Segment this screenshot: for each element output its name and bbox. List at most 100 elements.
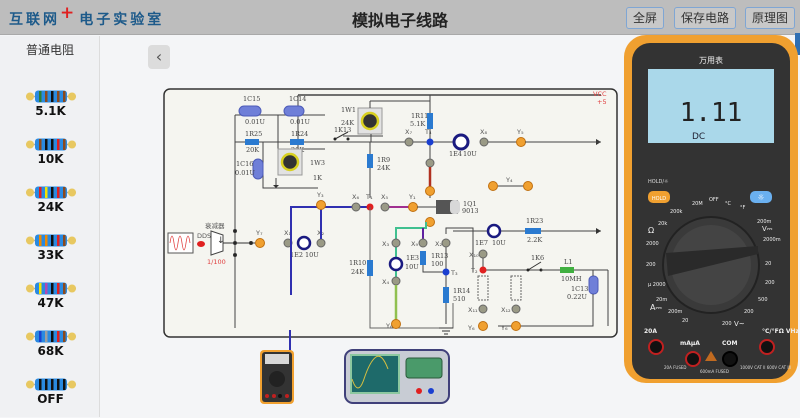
resistor-item-10k[interactable]: 10K [18, 134, 83, 178]
capacitor-1e2[interactable]: 1E2 10U [290, 235, 319, 259]
transistor-1q1[interactable]: 1Q1 9013 [436, 200, 479, 215]
switch-1k13[interactable]: 1K13 [333, 126, 352, 141]
port-20a[interactable] [648, 339, 664, 355]
terminal-y6-left[interactable]: Y₆ [385, 319, 401, 331]
capacitor-1e4[interactable]: 1E4 10U [449, 133, 477, 158]
resistor-item-24k[interactable]: 24K [18, 182, 83, 226]
label-text: X₆ [352, 193, 359, 201]
port-notes: 20A FUSED 600mA FUSED 1000V CAT II 600V … [664, 365, 791, 374]
label-text: °C/°FΩ VHz [762, 328, 800, 335]
attenuator[interactable]: ↓ 衰减器 1/100 [205, 221, 226, 266]
terminal-t3[interactable]: T₃ [442, 268, 458, 278]
backlight-button[interactable]: ☼ [750, 191, 772, 203]
terminal-y4-link[interactable]: Y₄ [488, 176, 533, 191]
resistor-item-33k[interactable]: 33K [18, 230, 83, 274]
resistor-icon [26, 378, 76, 391]
signal-generator[interactable]: DDS [167, 232, 211, 254]
lcd-mode: DC [692, 132, 705, 142]
resistor-1r25[interactable]: 1R25 20K [245, 130, 262, 154]
back-button[interactable]: ‹ [148, 45, 170, 69]
terminal-t2[interactable]: T₂ [470, 266, 487, 276]
save-circuit-button[interactable]: 保存电路 [674, 7, 736, 29]
warning-icon [705, 351, 717, 361]
slot-x12[interactable]: X₁₂ [501, 275, 522, 314]
label-text: 衰减器 [205, 221, 225, 230]
label-text: 1R25 [245, 130, 262, 138]
label-text: Y₅ [516, 128, 524, 136]
label-text: 10U [405, 263, 419, 271]
resistor-1r23[interactable]: 1R23 2.2K [525, 217, 543, 244]
resistor-icon [26, 186, 76, 199]
terminal-y7[interactable]: Y₇ [255, 229, 265, 248]
label-text: 1000V CAT II 600V CAT III [740, 365, 791, 370]
label-text: 1R13 [431, 252, 448, 260]
resistor-icon [26, 90, 76, 103]
scrollbar-thumb[interactable] [795, 33, 800, 55]
capacitor-1e7[interactable]: 1E7 10U [475, 223, 506, 247]
label-text: 100 [431, 260, 443, 268]
terminal-x6[interactable]: X₆ [351, 193, 361, 212]
oscilloscope-icon[interactable] [344, 349, 450, 404]
label-text: 1E4 [449, 150, 462, 158]
resistor-item-off[interactable]: OFF [18, 374, 83, 418]
fullscreen-button[interactable]: 全屏 [626, 7, 664, 29]
resistor-1r10[interactable]: 1R10 24K [349, 259, 373, 276]
label-text: Y₆ [467, 324, 475, 332]
collector-link[interactable] [425, 158, 435, 196]
label-text: Ω [648, 226, 654, 235]
label-text: Y₇ [255, 229, 263, 237]
terminal-y6-mid[interactable]: Y₆ [467, 321, 488, 333]
inductor-l1[interactable]: L1 10MH [560, 258, 582, 283]
resistor-item-5-1k[interactable]: 5.1K [18, 86, 83, 130]
potentiometer-1w1[interactable]: 1W1 24K [341, 106, 383, 135]
resistor-item-47k[interactable]: 47K [18, 278, 83, 322]
label-text: V~ [734, 320, 745, 328]
output-arrow-mid [596, 228, 601, 234]
hold-button[interactable]: HOLD [648, 191, 670, 203]
terminal-x7b[interactable]: X₂ [435, 238, 451, 248]
terminal-x10[interactable]: X₁₀ [469, 249, 488, 259]
resistor-1r11[interactable]: 1R11 5.1K [410, 112, 433, 129]
label-text: 1R14 [453, 287, 470, 295]
multimeter-icon[interactable] [259, 349, 295, 405]
port-ma[interactable] [685, 351, 701, 367]
label-text: 1W3 [310, 159, 325, 167]
label-text: 1K [313, 174, 322, 182]
label-text: ↓ [217, 236, 225, 246]
terminal-x5[interactable]: X₅ [380, 193, 390, 212]
terminal-y5[interactable]: Y₅ [516, 128, 526, 147]
terminal-x7[interactable]: X₇ [404, 128, 414, 147]
label-text: 1C15 [243, 95, 260, 103]
capacitor-1c14[interactable]: 1C14 0.01U [283, 95, 310, 126]
resistor-1r14[interactable]: 1R14 510 [443, 287, 470, 303]
label-text: 0.01U [235, 169, 255, 177]
capacitor-1e3[interactable]: 1E3 10U [388, 254, 419, 272]
label-text: 1/100 [207, 258, 226, 266]
resistor-1r9[interactable]: 1R9 24K [367, 154, 390, 172]
potentiometer-1w3[interactable]: 1W3 1K [277, 148, 325, 182]
rotary-dial[interactable] [662, 216, 760, 314]
resistor-label: 33K [37, 248, 64, 262]
port-v[interactable] [759, 339, 775, 355]
terminal-t4[interactable]: T₄ [424, 128, 434, 146]
capacitor-1c16[interactable]: 1C16 0.01U [235, 158, 264, 180]
terminal-x9[interactable]: X₉ [411, 238, 428, 248]
terminal-x8[interactable]: X₈ [479, 128, 489, 147]
terminal-y3[interactable]: Y₃ [316, 191, 326, 210]
schematic-button[interactable]: 原理图 [745, 7, 795, 29]
app-logo: 互联网+电子实验室 [9, 3, 164, 29]
port-com[interactable] [722, 351, 738, 367]
terminal-x3[interactable]: X₃ [382, 238, 401, 248]
label-text: HOLD/☼ [648, 179, 669, 185]
slot-x11[interactable]: X₁₁ [468, 275, 489, 314]
dial-labels: 20M OFF °C °F 200k 20k Ω 2000 200 μ 2000… [646, 197, 781, 328]
resistor-label: 10K [37, 152, 64, 166]
label-text: V⎓ [762, 225, 773, 233]
capacitor-1c15[interactable]: 1C15 0.01U [238, 95, 265, 126]
label-text: 2000 [646, 241, 659, 247]
label-text: 9013 [462, 207, 479, 215]
resistor-1r13[interactable]: 1R13 100 [420, 251, 448, 273]
terminal-y6-right[interactable]: Y₆ [500, 321, 521, 333]
resistor-item-68k[interactable]: 68K [18, 326, 83, 370]
label-text: T₃ [450, 269, 458, 277]
